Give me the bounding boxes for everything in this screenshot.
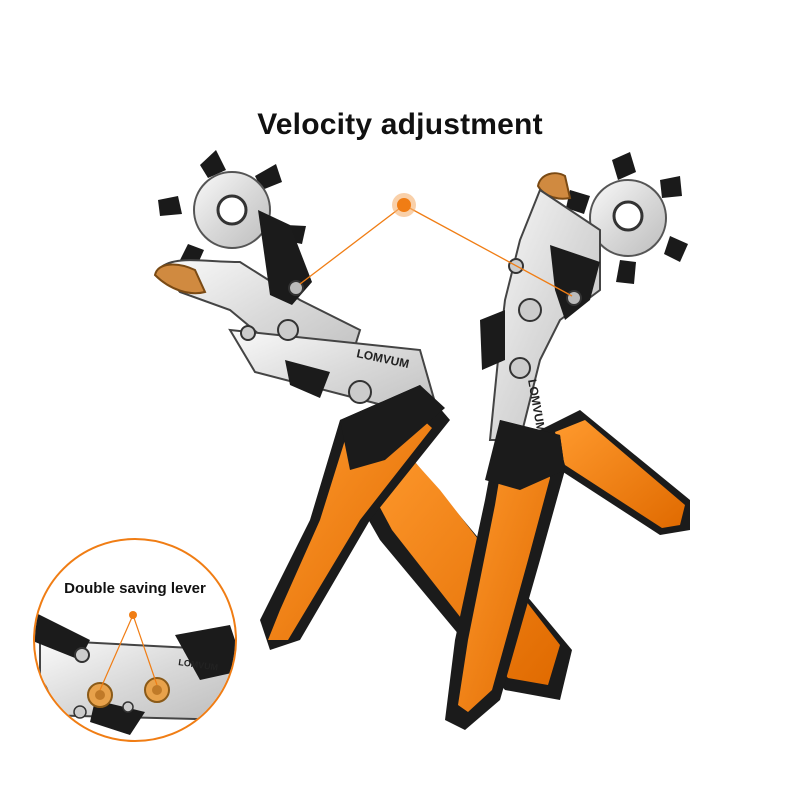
headline: Velocity adjustment	[257, 108, 543, 141]
velocity-callout	[299, 193, 573, 297]
callout-dot-icon	[397, 198, 411, 212]
inset-callout-dot-icon	[129, 611, 137, 619]
inset-label: Double saving lever	[64, 580, 206, 597]
right-plier: LOMVUM	[445, 152, 690, 730]
right-punch-wheel	[566, 152, 688, 284]
inset-detail: LOMVUM	[33, 538, 237, 742]
